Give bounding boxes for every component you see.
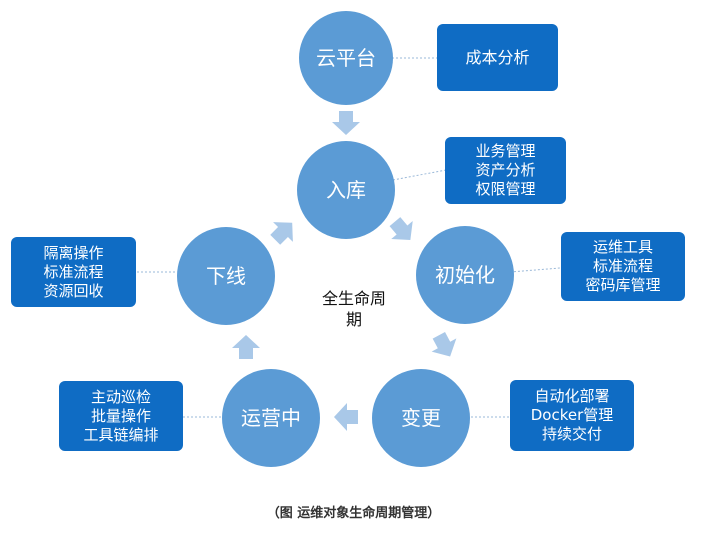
note-box-initialize: 运维工具 标准流程 密码库管理 [561,232,685,301]
stage-change-label: 变更 [401,406,441,430]
stage-initialize-label: 初始化 [435,263,495,287]
note-box-operating: 主动巡检 批量操作 工具链编排 [59,381,183,451]
arrow-offline-to-ingest [270,222,293,245]
note-text: 持续交付 [541,425,602,443]
note-text: 资源回收 [43,281,104,300]
arrow-init-to-change [431,332,457,357]
center-label: 全生命周期 [321,289,386,329]
stage-ingest: 入库 [297,141,395,239]
connectors [137,57,561,418]
stage-initialize: 初始化 [416,226,514,324]
note-text: 隔离操作 [43,243,104,262]
note-box-offline: 隔离操作 标准流程 资源回收 [11,237,136,307]
note-text: 业务管理 [475,142,536,160]
note-text: Docker管理 [530,406,614,424]
note-text: 主动巡检 [90,387,151,406]
flow-arrows [232,111,457,431]
stage-offline: 下线 [177,227,275,325]
connector-ingest [392,169,447,181]
stage-ingest-label: 入库 [326,178,366,202]
arrow-change-to-operating [334,403,358,431]
note-box-ingest: 业务管理 资产分析 权限管理 [445,137,566,204]
note-text: 自动化部署 [534,387,610,405]
note-text: 权限管理 [475,180,536,198]
note-text: 成本分析 [465,48,530,67]
note-text: 标准流程 [592,257,653,275]
arrow-ingest-to-init [389,217,413,240]
note-text: 密码库管理 [585,276,661,294]
stage-operating-label: 运营中 [241,406,301,430]
note-text: 运维工具 [592,238,653,256]
note-text: 资产分析 [475,161,536,179]
stage-operating: 运营中 [222,369,320,467]
stage-change: 变更 [372,369,470,467]
stage-offline-label: 下线 [206,264,246,288]
arrow-operating-to-offline [232,335,260,359]
stage-cloud-platform: 云平台 [299,11,393,105]
note-text: 批量操作 [90,406,151,425]
note-box-cloud-platform: 成本分析 [437,24,558,91]
note-text: 工具链编排 [83,425,159,444]
note-text: 标准流程 [43,262,104,281]
note-box-change: 自动化部署 Docker管理 持续交付 [510,380,634,451]
arrow-cloud-to-ingest [332,111,360,135]
stage-cloud-platform-label: 云平台 [316,46,376,70]
figure-caption: （图 运维对象生命周期管理） [266,506,441,521]
